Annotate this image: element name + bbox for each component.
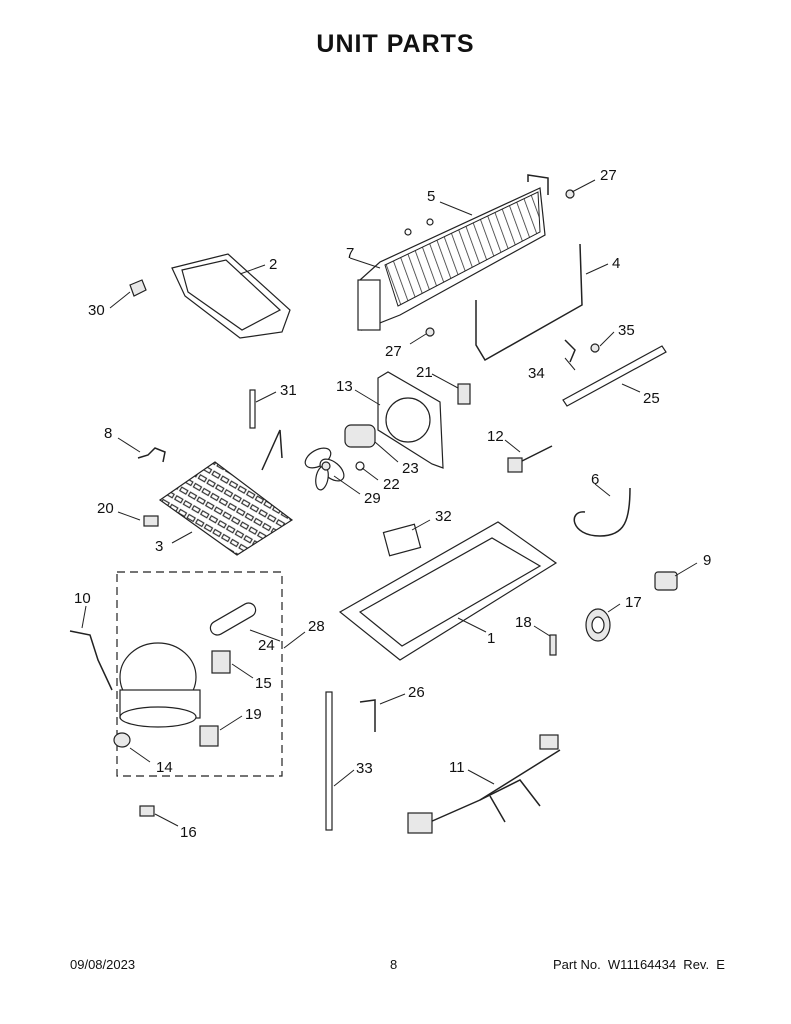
callout-1: 1 [487, 630, 495, 647]
callout-3: 3 [155, 538, 163, 555]
fan-motor [344, 424, 376, 471]
evaporator-coil [357, 174, 549, 331]
fan-blade [304, 447, 345, 491]
footer-part-number: Part No. W11164434 Rev. E [553, 957, 725, 972]
callout-32: 32 [435, 508, 452, 525]
callout-30: 30 [88, 302, 105, 319]
overload-19 [199, 725, 219, 747]
callout-22: 22 [383, 476, 400, 493]
wire-10 [69, 630, 113, 691]
clip-9 [654, 571, 678, 591]
callout-12: 12 [487, 428, 504, 445]
callout-labels: 1 2 3 4 5 6 7 8 9 10 11 12 13 14 15 16 1… [74, 167, 711, 841]
footer-date: 09/08/2023 [70, 957, 136, 972]
tube [249, 389, 256, 429]
screw-18 [549, 634, 557, 656]
callout-24: 24 [258, 637, 275, 654]
sensor-12 [507, 445, 553, 473]
callout-6: 6 [591, 471, 599, 488]
clip-20 [143, 515, 159, 527]
callout-18: 18 [515, 614, 532, 631]
callout-27-bottom: 27 [385, 343, 402, 360]
callout-26: 26 [408, 684, 425, 701]
clip-21 [457, 383, 471, 405]
callout-17: 17 [625, 594, 642, 611]
callout-16: 16 [180, 824, 197, 841]
callout-28: 28 [308, 618, 325, 635]
wire-clip [137, 447, 166, 463]
callout-20: 20 [97, 500, 114, 517]
tube-33 [325, 691, 333, 831]
drain-hose [573, 487, 631, 537]
screw-35 [590, 343, 600, 353]
callout-7: 7 [346, 245, 354, 262]
callout-8: 8 [104, 425, 112, 442]
callout-21: 21 [416, 364, 433, 381]
clip-16 [139, 805, 155, 817]
callout-5: 5 [427, 188, 435, 205]
page-title: UNIT PARTS [316, 30, 475, 58]
grommet-17 [585, 608, 611, 642]
condenser-coil [158, 429, 294, 556]
heater-25 [562, 345, 667, 407]
fan-shroud [377, 371, 444, 469]
screw-27-bottom [425, 327, 435, 337]
callout-19: 19 [245, 706, 262, 723]
relay-15 [211, 650, 231, 674]
drain-tray [171, 253, 291, 339]
callout-9: 9 [703, 552, 711, 569]
compressor-assembly-box [116, 571, 283, 777]
callout-25: 25 [643, 390, 660, 407]
callout-14: 14 [156, 759, 173, 776]
grommet-14 [113, 732, 131, 748]
callout-15: 15 [255, 675, 272, 692]
callout-35: 35 [618, 322, 635, 339]
leader-lines [81, 179, 698, 827]
callout-34: 34 [528, 365, 545, 382]
tray-clip [129, 279, 147, 297]
insulation-pad [382, 523, 422, 557]
defrost-heater [475, 243, 583, 363]
callout-13: 13 [336, 378, 353, 395]
bracket-26 [359, 699, 376, 732]
callout-27-top: 27 [600, 167, 617, 184]
callout-2: 2 [269, 256, 277, 273]
callout-29: 29 [364, 490, 381, 507]
callout-23: 23 [402, 460, 419, 477]
footer-page-number: 8 [390, 957, 398, 972]
callout-10: 10 [74, 590, 91, 607]
callout-31: 31 [280, 382, 297, 399]
callout-4: 4 [612, 255, 620, 272]
callout-33: 33 [356, 760, 373, 777]
machine-base-plate [338, 521, 558, 661]
callout-11: 11 [449, 759, 465, 776]
compressor [119, 642, 201, 728]
wire-harness [407, 734, 561, 834]
filter-drier [209, 602, 257, 636]
